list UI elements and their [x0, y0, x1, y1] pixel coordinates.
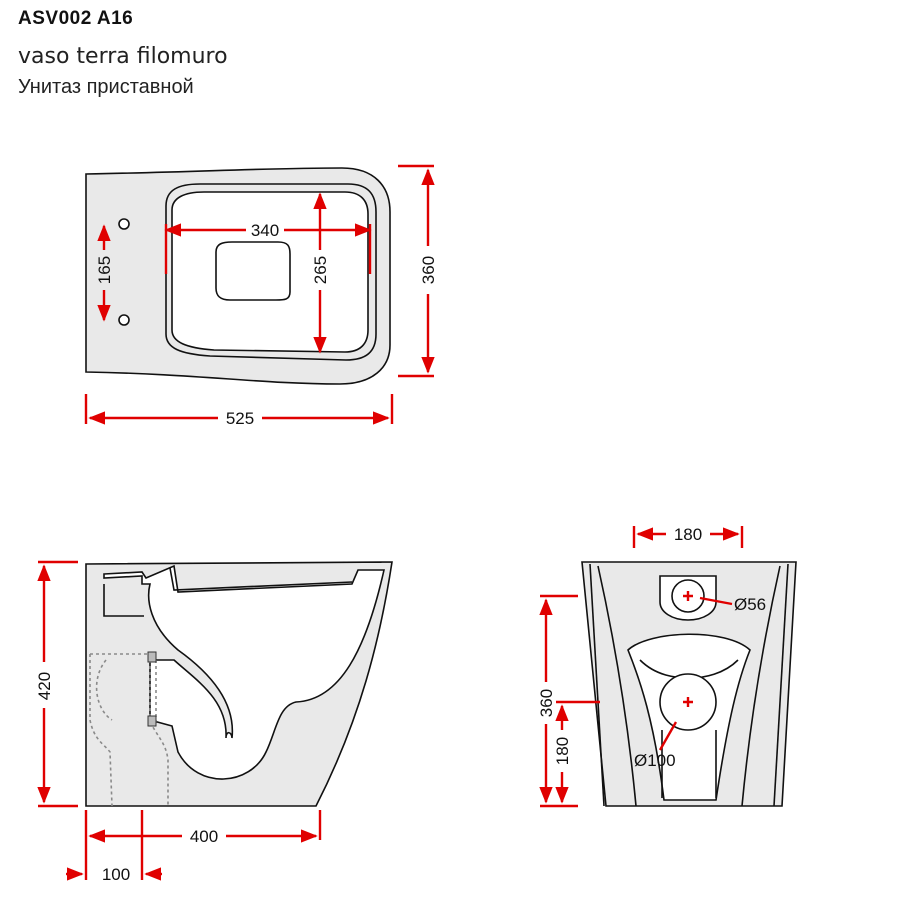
- dim-side-offset-100: 100: [102, 865, 130, 884]
- product-code: ASV002 A16: [18, 8, 134, 29]
- dim-inlet-diameter: Ø56: [734, 595, 766, 614]
- dim-height-360: 360: [419, 256, 438, 284]
- top-view: 340 265 165 360 525: [84, 164, 438, 428]
- product-name-italian: vaso terra filomuro: [18, 44, 228, 69]
- fixing-hole-lower: [118, 314, 130, 326]
- dim-outlet-diameter: Ø100: [634, 751, 676, 770]
- product-name-russian: Унитаз приставной: [18, 76, 194, 98]
- top-view-drain: [215, 241, 291, 301]
- fixing-hole-upper: [118, 218, 130, 230]
- rear-view: Ø56 Ø100 180 360 180: [537, 525, 797, 808]
- dim-length-525: 525: [226, 409, 254, 428]
- side-view-rim: [103, 564, 386, 780]
- dim-rear-height-360: 360: [537, 689, 556, 717]
- top-view-rim: [165, 183, 377, 361]
- side-view: 420 400 100: [35, 560, 393, 884]
- dim-rear-width-180: 180: [674, 525, 702, 544]
- side-view-pipe: [89, 653, 169, 807]
- dim-outlet-height-180: 180: [553, 737, 572, 765]
- dim-depth-265: 265: [311, 256, 330, 284]
- dim-side-depth-400: 400: [190, 827, 218, 846]
- dim-fixing-165: 165: [95, 256, 114, 284]
- dim-side-height-420: 420: [35, 672, 54, 700]
- dim-width-340: 340: [251, 221, 279, 240]
